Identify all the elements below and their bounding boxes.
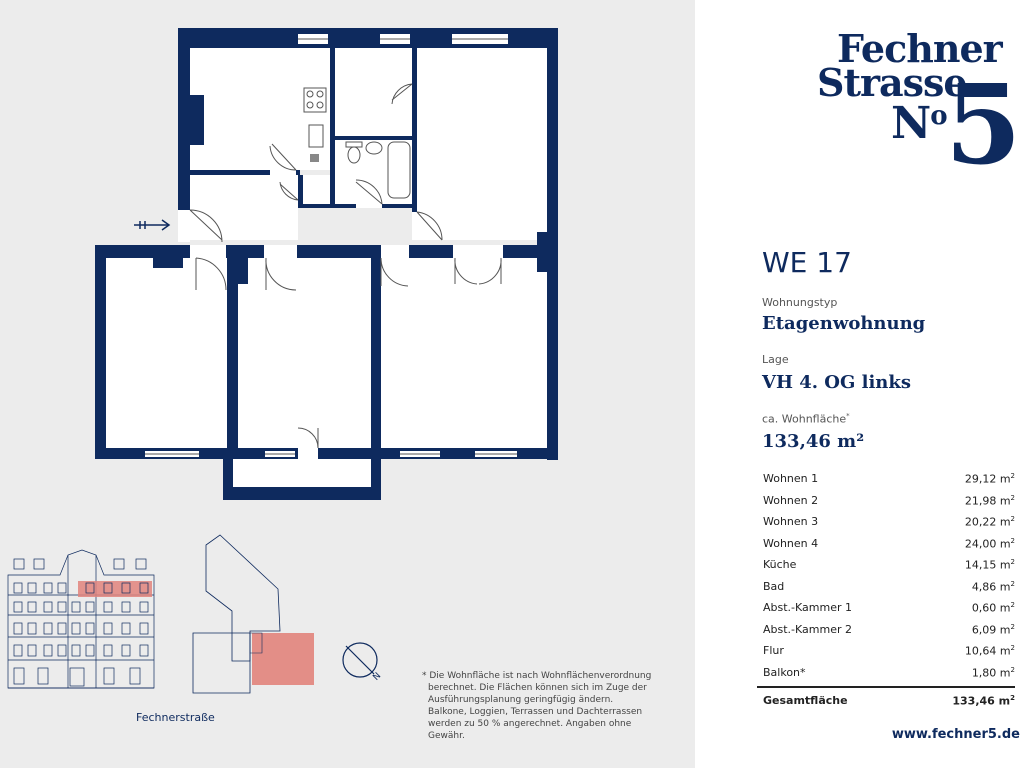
footnote-line-3: Ausführungsplanung geringfügig ändern. (428, 695, 614, 705)
row-name: Balkon* (763, 665, 806, 679)
total-value: 133,46 m2 (952, 694, 1015, 708)
table-row: Wohnen 1 29,12 m2 (757, 468, 1015, 489)
footnote-line-4: Balkone, Loggien, Terrassen und Dachterr… (428, 707, 643, 717)
unit-title: WE 17 (762, 246, 852, 279)
footnote-mark: * (422, 671, 427, 681)
total-value-num: 133,46 m (952, 694, 1011, 708)
row-value-sup: 2 (1010, 493, 1015, 502)
table-row: Bad 4,86 m2 (757, 576, 1015, 597)
north-compass-icon (342, 642, 378, 678)
table-row: Wohnen 4 24,00 m2 (757, 533, 1015, 554)
row-name: Wohnen 3 (763, 515, 819, 528)
brand-no-letter: N (891, 98, 931, 149)
floor-plan (95, 28, 558, 500)
site-plan (192, 534, 314, 694)
type-label: Wohnungstyp (762, 296, 838, 309)
row-value-num: 0,60 m (971, 601, 1011, 615)
area-label-wrap: ca. Wohnfläche* (762, 412, 850, 426)
footnote: * Die Wohnfläche ist nach Wohnflächenver… (422, 670, 652, 742)
row-value-num: 21,98 m (964, 494, 1011, 508)
row-value-num: 20,22 m (964, 515, 1011, 529)
type-value: Etagenwohnung (762, 313, 926, 334)
footnote-line-5: werden zu 50 % angerechnet. Angaben ohne (428, 719, 632, 729)
row-value: 21,98 m2 (965, 494, 1015, 508)
row-value-num: 14,15 m (964, 558, 1011, 572)
location-label: Lage (762, 353, 789, 366)
row-value-sup: 2 (1010, 644, 1015, 652)
row-value-sup: 2 (1010, 536, 1015, 545)
table-row: Abst.-Kammer 2 6,09 m2 (757, 619, 1015, 640)
brand-no: No (891, 98, 948, 149)
table-row: Küche 14,15 m2 (757, 554, 1015, 575)
floorplan-panel: N Fechnerstraße * Die Wohnfläche ist nac… (0, 0, 695, 768)
row-value-num: 10,64 m (964, 644, 1011, 658)
area-label-mark: * (846, 412, 850, 420)
area-label: ca. Wohnfläche (762, 412, 847, 426)
row-value-num: 6,09 m (971, 623, 1011, 637)
brand-line-2: Strasse (817, 60, 968, 105)
row-value-sup: 2 (1010, 601, 1015, 609)
row-value-sup: 2 (1010, 665, 1015, 674)
row-value-num: 4,86 m (971, 580, 1011, 594)
street-label: Fechnerstraße (136, 711, 215, 724)
row-value-sup: 2 (1010, 515, 1015, 523)
row-value: 0,60 m2 (972, 601, 1015, 615)
row-value-sup: 2 (1010, 472, 1015, 480)
row-value: 14,15 m2 (965, 558, 1015, 572)
table-row: Flur 10,64 m2 (757, 640, 1015, 661)
total-row: Gesamtfläche 133,46 m2 (757, 686, 1015, 712)
row-value: 1,80 m2 (972, 666, 1015, 680)
row-value-sup: 2 (1010, 558, 1015, 566)
row-value: 4,86 m2 (972, 580, 1015, 594)
row-value-num: 29,12 m (964, 472, 1011, 486)
website-link[interactable]: www.fechner5.de (891, 727, 1020, 742)
facade-elevation (7, 549, 155, 689)
row-name: Bad (763, 579, 785, 593)
table-row: Wohnen 2 21,98 m2 (757, 490, 1015, 511)
row-value-num: 24,00 m (964, 537, 1011, 551)
row-value: 10,64 m2 (965, 644, 1015, 658)
row-value: 29,12 m2 (965, 472, 1015, 486)
footnote-line-1: Die Wohnfläche ist nach Wohnflächenveror… (429, 671, 652, 681)
row-name: Abst.-Kammer 1 (763, 601, 852, 614)
brand-logo: Fechner Strasse No 5 (695, 0, 1024, 200)
area-value: 133,46 m² (762, 431, 865, 452)
row-name: Wohnen 4 (763, 536, 819, 550)
table-row: Balkon* 1,80 m2 (757, 662, 1015, 683)
table-row: Wohnen 3 20,22 m2 (757, 511, 1015, 532)
location-value: VH 4. OG links (762, 372, 911, 393)
info-panel: Fechner Strasse No 5 WE 17 Wohnungstyp E… (695, 0, 1024, 768)
footnote-line-2: berechnet. Die Flächen können sich im Zu… (428, 683, 647, 693)
row-value-sup: 2 (1010, 579, 1015, 588)
brand-no-sup: o (930, 101, 947, 131)
row-value: 20,22 m2 (965, 515, 1015, 529)
row-name: Wohnen 2 (763, 493, 819, 507)
row-value: 24,00 m2 (965, 537, 1015, 551)
row-name: Flur (763, 644, 784, 657)
total-value-sup: 2 (1010, 694, 1015, 702)
table-row: Abst.-Kammer 1 0,60 m2 (757, 597, 1015, 618)
brand-line-1: Fechner (837, 26, 1003, 71)
row-value-num: 1,80 m (971, 666, 1011, 680)
row-name: Küche (763, 558, 797, 571)
footnote-line-6: Gewähr. (428, 731, 465, 741)
row-value: 6,09 m2 (972, 623, 1015, 637)
row-value-sup: 2 (1010, 622, 1015, 631)
brand-number: 5 (945, 60, 1022, 189)
total-name: Gesamtfläche (763, 694, 848, 707)
row-name: Abst.-Kammer 2 (763, 622, 852, 636)
row-name: Wohnen 1 (763, 472, 819, 485)
